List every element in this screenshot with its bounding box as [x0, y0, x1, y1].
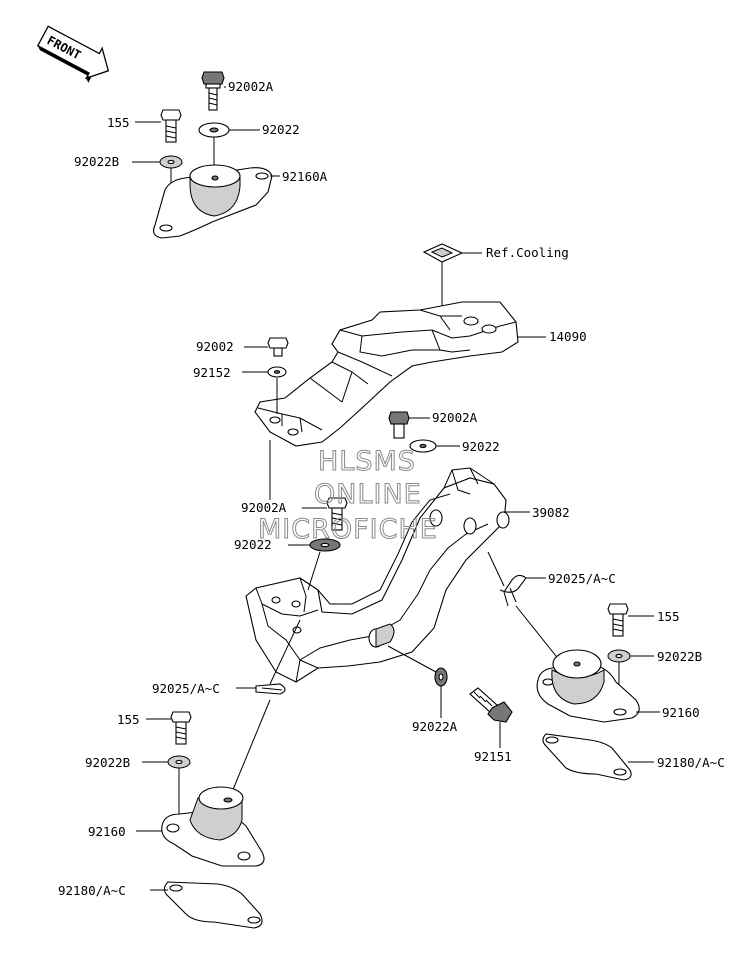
bolt-92002A-top	[201, 71, 225, 111]
watermark: HLSMS ONLINE MICROFICHE	[258, 446, 438, 546]
engine-bracket-14090	[254, 243, 546, 447]
shim-plate-92180-left	[163, 881, 263, 929]
washer-92022A-bottom	[434, 667, 448, 687]
top-mount-assembly	[153, 71, 280, 239]
bolt-155-right	[607, 603, 629, 637]
bolt-92151	[469, 687, 513, 723]
callout-92022A-bottom: 92022A	[412, 719, 458, 734]
shim-plate-92180-right	[542, 733, 632, 781]
watermark-line-3: MICROFICHE	[258, 514, 438, 545]
watermark-line-2: ONLINE	[314, 479, 422, 510]
callout-92025-left: 92025/A~C	[152, 681, 220, 696]
callout-92180-right: 92180/A~C	[657, 755, 725, 770]
callout-92022-top: 92022	[262, 122, 300, 137]
callout-92002: 92002	[196, 339, 234, 354]
mount-frame-39082	[245, 467, 510, 683]
callout-92022-mid: 92022	[462, 439, 500, 454]
watermark-line-1: HLSMS	[318, 446, 416, 477]
bolt-92002	[267, 337, 289, 357]
bushing-right-3	[496, 511, 510, 529]
washer-92022B-top	[159, 155, 183, 169]
callout-92002A-top: 92002A	[228, 79, 274, 94]
callout-labels: 92002A 155 92022 92022B 92160A Ref.Cooli…	[58, 79, 725, 898]
clip-92025-right	[499, 574, 527, 607]
bushing-right-2	[463, 517, 477, 535]
callout-92160-left: 92160	[88, 824, 126, 839]
callout-ref-cooling: Ref.Cooling	[486, 245, 569, 260]
callout-155-left: 155	[117, 712, 140, 727]
bushing-left	[368, 623, 395, 648]
callout-92022B-right: 92022B	[657, 649, 702, 664]
callout-39082: 39082	[532, 505, 570, 520]
engine-mount-92160-right	[536, 649, 640, 723]
callout-92022B-top: 92022B	[74, 154, 119, 169]
front-arrow-icon: FRONT	[36, 25, 110, 83]
callout-92022-left: 92022	[234, 537, 272, 552]
washer-92022B-left	[167, 755, 191, 769]
callout-92160-right: 92160	[662, 705, 700, 720]
bolt-92002A-mid	[388, 411, 410, 439]
clip-92025-left	[255, 683, 286, 695]
callout-14090: 14090	[549, 329, 587, 344]
callout-155-right: 155	[657, 609, 680, 624]
bolt-155-top	[160, 109, 182, 143]
callout-92160A: 92160A	[282, 169, 328, 184]
bolt-92002A-left	[326, 497, 348, 531]
callout-92152: 92152	[193, 365, 231, 380]
bolt-155-left	[170, 711, 192, 745]
callout-92025-right: 92025/A~C	[548, 571, 616, 586]
callout-155-top: 155	[107, 115, 130, 130]
washer-92022-left	[309, 538, 341, 552]
washer-92022B-right	[607, 649, 631, 663]
cooling-clip-icon	[422, 243, 464, 263]
washer-92152	[267, 366, 287, 378]
callout-92002A-mid: 92002A	[432, 410, 478, 425]
washer-92022-mid	[409, 439, 437, 453]
engine-mount-92160A	[153, 164, 273, 239]
washer-92022-top	[198, 122, 230, 138]
callout-92180-left: 92180/A~C	[58, 883, 126, 898]
bushing-right-1	[429, 509, 443, 527]
callout-92002A-left: 92002A	[241, 500, 287, 515]
callout-92151: 92151	[474, 749, 512, 764]
engine-mount-92160-left	[161, 786, 265, 867]
callout-92022B-left: 92022B	[85, 755, 130, 770]
